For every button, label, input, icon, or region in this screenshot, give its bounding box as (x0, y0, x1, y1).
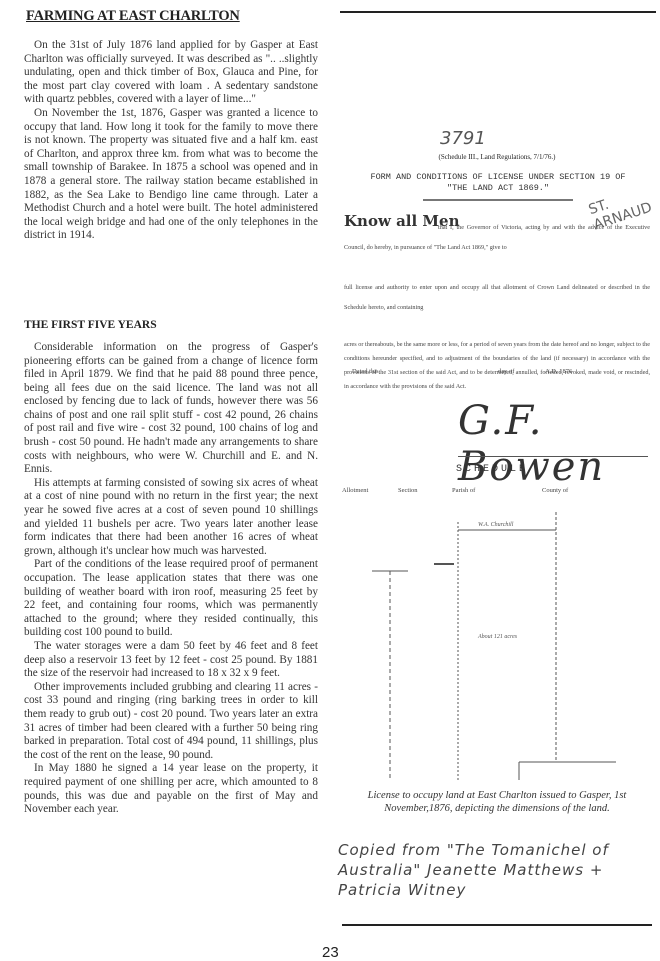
paragraph: Considerable information on the progress… (24, 340, 318, 476)
article-column: FARMING AT EAST CHARLTON On the 31st of … (24, 8, 318, 817)
divider (458, 456, 648, 457)
section-title: THE FIRST FIVE YEARS (24, 318, 157, 331)
paragraph: The water storages were a dam 50 feet by… (24, 639, 318, 680)
divider (423, 199, 573, 201)
handwritten-note: Copied from "The Tomanichel of Australia… (338, 841, 609, 899)
page-number: 23 (322, 944, 339, 961)
land-plan-diagram: W.A. Churchill About 121 acres (372, 512, 616, 780)
paragraph: Part of the conditions of the lease requ… (24, 558, 318, 639)
plan-label-north: W.A. Churchill (478, 522, 514, 528)
form-title: FORM AND CONDITIONS OF LICENSE UNDER SEC… (348, 172, 648, 201)
paragraph: On November the 1st, 1876, Gasper was gr… (24, 106, 318, 242)
paragraph: Other improvements included grubbing and… (24, 680, 318, 761)
schedule-reference: (Schedule III., Land Regulations, 7/1/76… (438, 153, 556, 161)
parish-label: Parish of (452, 487, 476, 494)
plan-label-area: About 121 acres (477, 634, 518, 640)
section-label: Section (398, 487, 418, 494)
divider (340, 11, 656, 13)
licence-text: acres or thereabouts, be the same more o… (344, 341, 650, 390)
form-number: 3791 (440, 128, 486, 149)
governor-signature: G.F. Bowen (458, 398, 606, 490)
licence-text: full license and authority to enter upon… (344, 284, 650, 311)
paragraph: His attempts at farming consisted of sow… (24, 476, 318, 557)
allotment-label: Allotment (342, 487, 369, 494)
county-label: County of (542, 487, 569, 494)
licence-body: that I, the Governor of Victoria, acting… (344, 218, 650, 394)
article-title: FARMING AT EAST CHARLTON (26, 8, 240, 24)
form-title-line: "THE LAND ACT 1869." (446, 183, 550, 193)
day-of-label: day of A.D. 1876 (498, 368, 572, 375)
licence-text: that I, the Governor of Victoria, acting… (344, 224, 650, 251)
know-all-men-heading: Know all Men (344, 212, 460, 230)
schedule-heading: SCHEDULE (456, 464, 529, 475)
year-text: A.D. 1876 (544, 368, 573, 375)
form-title-line: FORM AND CONDITIONS OF LICENSE UNDER SEC… (370, 172, 626, 182)
paragraph: On the 31st of July 1876 land applied fo… (24, 39, 318, 106)
figure-caption: License to occupy land at East Charlton … (367, 790, 627, 814)
licence-figure: 3791 (Schedule III., Land Regulations, 7… (338, 0, 656, 958)
paragraph: In May 1880 he signed a 14 year lease on… (24, 762, 318, 816)
day-of-text: day of (498, 368, 515, 375)
divider (342, 924, 652, 926)
dated-label: Dated this (352, 368, 379, 375)
